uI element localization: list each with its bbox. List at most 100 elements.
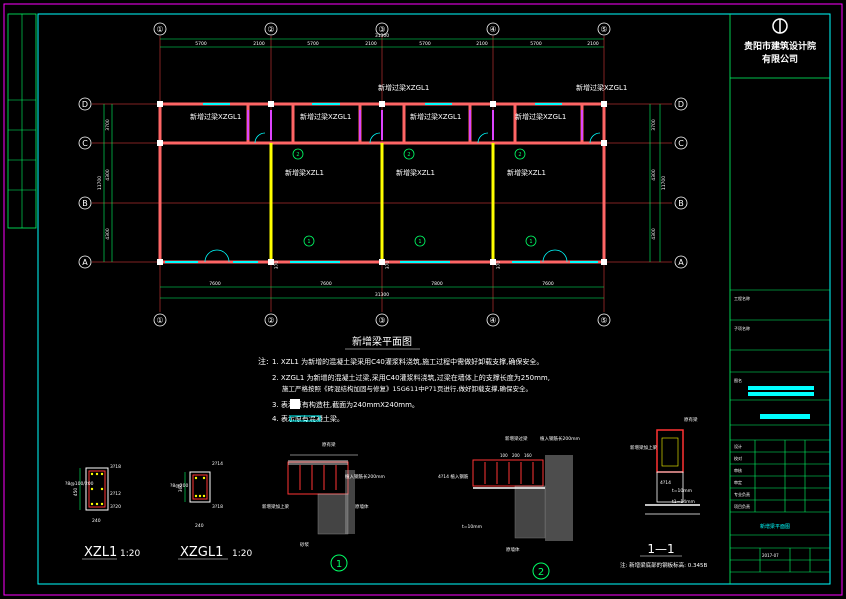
s11-label-a: 原有梁 — [684, 416, 698, 423]
label-xzl1-b: 新增梁XZL1 — [396, 168, 435, 177]
callout-marks: 2 2 2 1 1 1 — [296, 152, 532, 245]
callout-1c: 1 — [529, 239, 532, 245]
col-dim-2: 370 — [496, 261, 502, 270]
tb-row-0: 工程名称 — [734, 295, 750, 301]
tb-sheet-no: 2017-07 — [762, 553, 779, 558]
dimension-lines — [103, 38, 661, 299]
note-4: 4. 表示原有混凝土梁。 — [272, 414, 344, 423]
d2-dim-0: 100 — [500, 453, 508, 458]
tb-row-3: 设计 — [734, 443, 742, 449]
axis-top-5: ⑤ — [600, 25, 607, 34]
xzl1-h: 450 — [73, 488, 79, 497]
dim-right-2: 4300 — [651, 228, 657, 240]
note-3: 3. 表示原有构造柱,截面为240mmX240mm。 — [272, 400, 419, 409]
callout-2a: 2 — [296, 152, 299, 158]
xzgl1-h: 300 — [178, 484, 184, 493]
xzl1-stirrup: ?8@100/200 — [65, 481, 94, 487]
tb-sheet-title: 新增梁平面图 — [760, 523, 790, 530]
d1-label-b: 植入钢筋长200mm — [345, 473, 385, 480]
doors — [204, 132, 601, 263]
plan-title: 新增梁平面图 — [352, 335, 412, 348]
col-dim-1: 370 — [385, 261, 391, 270]
dim-bot-1: 7600 — [320, 281, 332, 287]
xzl1-w: 240 — [92, 518, 101, 524]
tb-row-4: 校对 — [734, 455, 742, 461]
xzgl1-bot: 3?18 — [212, 504, 223, 510]
s11-label-c: 4?14 — [660, 480, 671, 486]
axis-bot-4: ④ — [489, 316, 496, 325]
tb-row-6: 审定 — [734, 479, 742, 485]
axis-right-b: B — [678, 199, 684, 208]
axis-labels: ① ② ③ ④ ⑤ ① ② ③ ④ ⑤ D C B A D C B A — [82, 25, 684, 325]
xzl1-top: 3?18 — [110, 464, 121, 470]
dim-right-0: 3700 — [651, 119, 657, 131]
s11-label-b: 新增梁加上梁 — [630, 444, 657, 451]
d1-label-c: 新增梁加上梁 — [262, 503, 289, 510]
label-xzgl1-c: 新增过梁XZGL1 — [410, 112, 461, 121]
dim-top-3: 2100 — [365, 41, 377, 47]
company-name-1: 贵阳市建筑设计院 — [744, 40, 816, 52]
legend-beam-swatch — [289, 415, 321, 422]
beam-labels: 新增过梁XZGL1 新增过梁XZGL1 新增过梁XZGL1 新增过梁XZGL1 … — [190, 83, 627, 177]
detail-1: 原有梁 植入钢筋长200mm 新增梁加上梁 原墙体 砂浆 1 — [262, 441, 385, 572]
axis-bot-5: ⑤ — [600, 316, 607, 325]
existing-columns — [157, 101, 607, 265]
tb-row-7: 专业负责 — [734, 491, 750, 497]
xzl1-section: 450 3?18 ?8@100/200 2?12 3?20 240 XZL1 1… — [65, 464, 140, 560]
xzgl1-stirrup: ?8@200 — [170, 483, 188, 489]
label-xzgl1-top-b: 新增过梁XZGL1 — [576, 83, 627, 92]
side-dims: 3700 4300 4300 11700 3700 4300 4300 1170… — [97, 119, 667, 269]
note-2: 2. XZGL1 为新增的混凝土过梁,采用C40灌浆料浇筑,过梁在墙体上的支撑长… — [272, 373, 550, 382]
dim-right-total: 11700 — [661, 176, 667, 190]
d1-label-d: 原墙体 — [355, 503, 369, 510]
dim-bot-2: 7800 — [431, 281, 443, 287]
d2-label-d: t=10mm — [462, 524, 482, 530]
d2-dim-1: 200 — [512, 453, 520, 458]
binding-strip-lines — [8, 14, 36, 228]
notes-prefix: 注: — [258, 356, 269, 366]
axis-left-c: C — [82, 139, 88, 148]
section-1-1: 原有梁 新增梁加上梁 4?14 t=10mm t1=14mm 1—1 注: 新增… — [620, 416, 707, 569]
note-2b: 施工严格按照《砖混结构加固与修复》15G611中P71页进行,做好卸载支撑,确保… — [282, 384, 532, 393]
d1-label-e: 砂浆 — [300, 541, 309, 548]
dim-top-4: 5700 — [419, 41, 431, 47]
d1-label-a: 原有梁 — [322, 441, 336, 448]
dim-bot-total: 31300 — [375, 292, 389, 298]
company-name-2: 有限公司 — [762, 53, 798, 65]
axis-top-1: ① — [156, 25, 163, 34]
axis-right-a: A — [678, 258, 684, 267]
dim-left-0: 3700 — [105, 119, 111, 131]
label-xzgl1-a: 新增过梁XZGL1 — [190, 112, 241, 121]
dim-left-1: 4300 — [105, 169, 111, 181]
axis-bot-1: ① — [156, 316, 163, 325]
tb-row-5: 审核 — [734, 467, 742, 473]
xzl1-side: 2?12 — [110, 491, 121, 497]
callout-circles — [292, 148, 537, 247]
s11-title: 1—1 — [647, 542, 674, 556]
label-xzgl1-top-a: 新增过梁XZGL1 — [378, 83, 429, 92]
col-dim-0: 370 — [274, 261, 280, 270]
s11-label-e: t1=14mm — [672, 499, 695, 505]
inner-frame — [37, 13, 831, 585]
axis-left-a: A — [82, 258, 88, 267]
outer-frame — [3, 3, 843, 596]
xzl1-title: XZL1 — [84, 545, 117, 560]
axis-left-b: B — [82, 199, 88, 208]
callout-2b: 2 — [407, 152, 410, 158]
xzgl1-title: XZGL1 — [180, 545, 223, 560]
legend-column-swatch — [290, 399, 300, 409]
windows — [165, 103, 598, 263]
dim-left-total: 11700 — [97, 176, 103, 190]
xzgl1-section: 300 2?14 ?8@200 3?18 240 XZGL1 1:20 — [170, 461, 252, 560]
xzl1-scale: 1:20 — [120, 549, 140, 559]
tb-row-8: 项目负责 — [734, 503, 750, 509]
xzgl1-w: 240 — [195, 523, 204, 529]
dim-top-5: 2100 — [476, 41, 488, 47]
label-xzgl1-d: 新增过梁XZGL1 — [515, 112, 566, 121]
callout-2c: 2 — [518, 152, 521, 158]
new-beams — [269, 143, 495, 262]
axis-bot-2: ② — [267, 316, 274, 325]
axis-left-d: D — [82, 100, 88, 109]
d2-label-c: 4?14 植入钢筋 — [438, 473, 469, 480]
